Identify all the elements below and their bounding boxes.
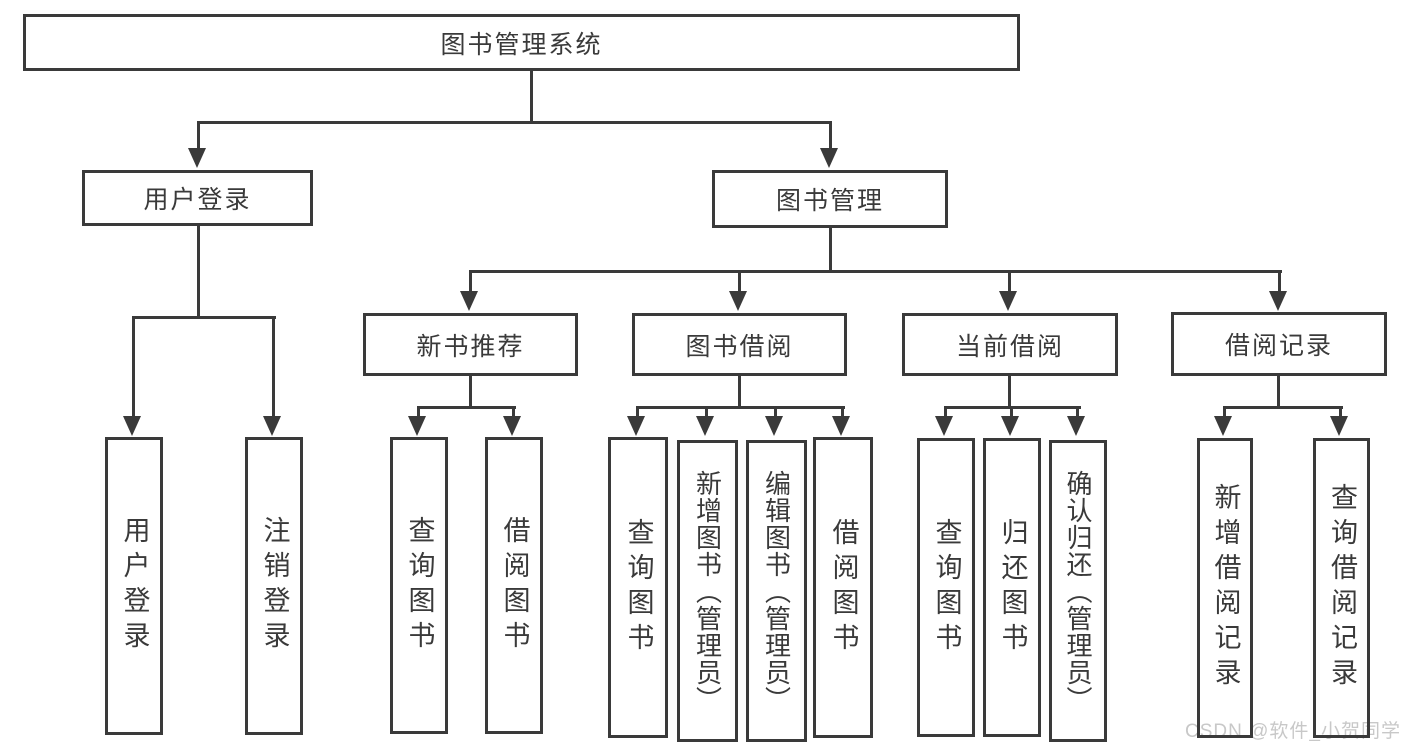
connector-stub [944,406,947,420]
connector-root-bar [197,121,832,124]
leaf-confirm-return-admin-label: 确认归还（管理员） [1063,469,1093,713]
connector-stub [417,406,420,420]
leaf-add-borrow-record: 新增借阅记录 [1197,438,1253,738]
connector-stub [1339,406,1342,420]
leaf-query-books-newbook-label: 查询图书 [404,515,435,656]
connector-stub [1076,406,1079,420]
arrow-down-icon [832,416,850,436]
arrow-down-icon [188,148,206,168]
leaf-borrow-books-borrowing: 借阅图书 [813,437,873,738]
leaf-logout-label: 注销登录 [259,516,290,656]
node-book-borrowing-label: 图书借阅 [685,332,794,361]
connector-bookmgmt-bar [469,270,1282,273]
arrow-down-icon [999,291,1017,311]
connector-bookmgmt-stem [829,228,832,273]
leaf-borrow-books-newbook-label: 借阅图书 [499,515,530,656]
leaf-query-books-current: 查询图书 [917,438,975,737]
leaf-edit-books-admin-label: 编辑图书（管理员） [761,469,792,713]
connector-root-stem [530,71,533,123]
connector-stub-leaf-logout [272,316,275,418]
connector-newbook-bar [417,406,516,409]
node-book-management: 图书管理 [712,170,948,228]
connector-stub-newbook [469,270,472,293]
arrow-down-icon [627,416,645,436]
connector-stub-book-management [829,121,832,150]
leaf-edit-books-admin: 编辑图书（管理员） [746,440,807,742]
node-root-label: 图书管理系统 [440,30,603,59]
node-new-book-recommend-label: 新书推荐 [416,332,525,361]
leaf-user-login-label: 用户登录 [119,516,150,656]
connector-userlogin-stem [197,226,200,319]
leaf-query-borrow-record-label: 查询借阅记录 [1327,483,1357,693]
connector-bookborrow-stem [738,376,741,409]
connector-stub [1010,406,1013,420]
leaf-query-books-borrowing: 查询图书 [608,437,668,738]
leaf-user-login: 用户登录 [105,437,163,735]
leaf-confirm-return-admin: 确认归还（管理员） [1049,440,1107,742]
node-book-management-label: 图书管理 [775,187,884,215]
connector-currentborrow-stem [1008,376,1011,409]
arrow-down-icon [1001,416,1019,436]
leaf-query-books-newbook: 查询图书 [390,437,448,734]
node-new-book-recommend: 新书推荐 [363,313,578,376]
node-current-borrowing-label: 当前借阅 [955,332,1064,361]
arrow-down-icon [765,416,783,436]
connector-stub-bookborrow [738,270,741,293]
arrow-down-icon [123,416,141,436]
arrow-down-icon [820,148,838,168]
connector-stub [774,406,777,420]
leaf-return-books-label: 归还图书 [997,517,1028,658]
arrow-down-icon [729,291,747,311]
leaf-logout: 注销登录 [245,437,303,735]
connector-stub [512,406,515,420]
arrow-down-icon [1214,416,1232,436]
node-current-borrowing: 当前借阅 [902,313,1118,376]
connector-userlogin-bar [132,316,276,319]
arrow-down-icon [460,291,478,311]
node-user-login: 用户登录 [82,170,313,226]
leaf-add-books-admin-label: 新增图书（管理员） [692,469,723,713]
arrow-down-icon [1269,291,1287,311]
connector-stub [705,406,708,420]
connector-bookborrow-bar [636,406,845,409]
leaf-return-books: 归还图书 [983,438,1041,737]
arrow-down-icon [263,416,281,436]
leaf-query-borrow-record: 查询借阅记录 [1313,438,1370,738]
connector-stub [636,406,639,420]
connector-borrowrecords-stem [1277,376,1280,409]
leaf-query-books-current-label: 查询图书 [931,517,962,658]
arrow-down-icon [696,416,714,436]
connector-stub [1223,406,1226,420]
leaf-add-borrow-record-label: 新增借阅记录 [1210,483,1241,693]
node-book-borrowing: 图书借阅 [632,313,847,376]
arrow-down-icon [1067,416,1085,436]
connector-stub-leaf-userlogin [132,316,135,418]
node-user-login-label: 用户登录 [143,186,252,214]
connector-stub-user-login [197,121,200,150]
arrow-down-icon [408,416,426,436]
leaf-add-books-admin: 新增图书（管理员） [677,440,738,742]
arrow-down-icon [503,416,521,436]
node-borrow-records: 借阅记录 [1171,312,1387,376]
leaf-borrow-books-newbook: 借阅图书 [485,437,543,734]
node-root-library-system: 图书管理系统 [23,14,1020,71]
connector-newbook-stem [469,376,472,409]
connector-stub [841,406,844,420]
leaf-query-books-borrowing-label: 查询图书 [623,517,654,658]
arrow-down-icon [935,416,953,436]
connector-stub-currentborrow [1008,270,1011,293]
leaf-borrow-books-borrowing-label: 借阅图书 [828,517,859,658]
arrow-down-icon [1330,416,1348,436]
connector-borrowrecords-bar [1223,406,1343,409]
node-borrow-records-label: 借阅记录 [1224,332,1333,360]
connector-stub-borrowrecords [1278,270,1281,293]
